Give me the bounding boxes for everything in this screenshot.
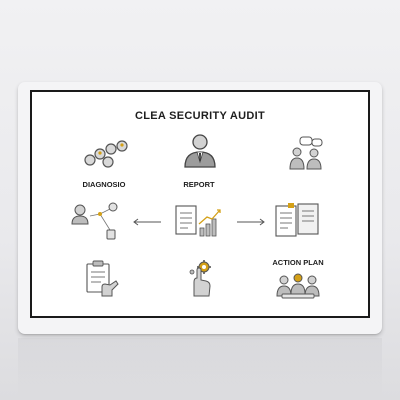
label-report: REPORT xyxy=(183,180,215,189)
page-title: CLEA SECURITY AUDIT xyxy=(135,110,265,122)
clipboard-hand-icon xyxy=(84,260,120,298)
user-group-network-icon xyxy=(84,140,130,168)
team-meeting-icon xyxy=(276,272,320,300)
whiteboard: CLEA SECURITY AUDIT xyxy=(30,90,370,318)
hand-gear-icon xyxy=(184,258,216,298)
documents-icon xyxy=(274,202,322,240)
discussion-people-icon xyxy=(286,136,326,170)
arrow-left-icon xyxy=(132,218,162,226)
label-diagnosis: DIAGNOSIO xyxy=(82,180,126,189)
user-network-icon xyxy=(70,200,122,244)
arrow-right-icon xyxy=(236,218,266,226)
panel-reflection xyxy=(18,338,382,400)
label-action-plan: ACTION PLAN xyxy=(272,258,324,267)
businessman-icon xyxy=(182,132,218,168)
report-chart-icon xyxy=(174,204,224,240)
